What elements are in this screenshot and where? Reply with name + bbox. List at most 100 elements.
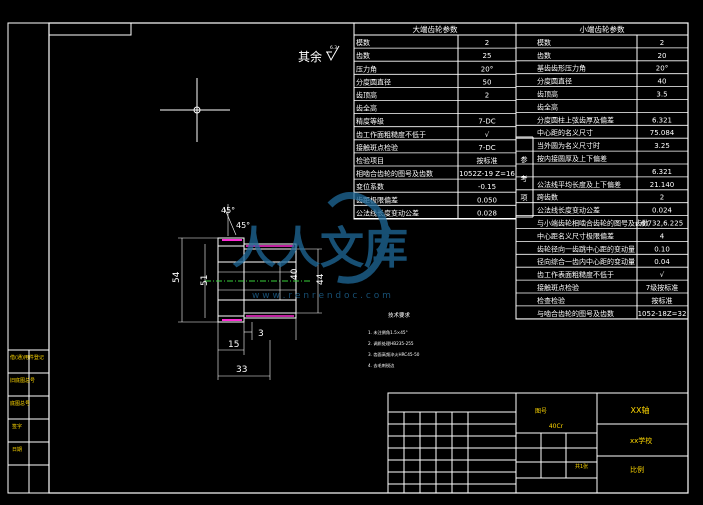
left-table-row-value: 按标准 bbox=[477, 156, 498, 165]
right-table-row-value: 4 bbox=[660, 232, 665, 240]
right-table-row-label: 齿全高 bbox=[537, 102, 558, 111]
left-strip: 借(通)用件登记 旧底图总号 底图总号 签字 日期 bbox=[8, 349, 49, 493]
left-table-title: 大端齿轮参数 bbox=[413, 24, 458, 34]
right-table-row-label: 分度圆直径 bbox=[537, 77, 572, 86]
right-table-row-value: 按标准 bbox=[652, 296, 673, 305]
left-table-row-value: 7-DC bbox=[478, 118, 495, 126]
right-table-row-value: 3.25 bbox=[654, 142, 670, 150]
tech-requirements: 技术要求 1. 未注倒角1.5×45° 2. 调质处理HB235-255 3. … bbox=[368, 311, 420, 369]
strip-label-3: 签字 bbox=[12, 423, 22, 430]
right-table-row-label: 中心距的名义尺寸 bbox=[537, 128, 593, 137]
strip-label-1: 旧底图总号 bbox=[10, 377, 35, 384]
right-table-row-label: 与小端齿轮相啮合齿轮的图号及齿数 bbox=[537, 219, 649, 228]
left-table-row-label: 变位系数 bbox=[356, 182, 384, 191]
left-table-row-label: 检验项目 bbox=[356, 156, 384, 165]
left-table-row-value: 25 bbox=[483, 52, 492, 60]
left-table-row-value: 2 bbox=[485, 39, 489, 47]
watermark-logo-icon bbox=[327, 192, 389, 284]
left-table-row-value: 0.028 bbox=[477, 209, 497, 217]
right-table-row-value: 75.084 bbox=[650, 129, 675, 137]
right-table-row-label: 接触斑点检验 bbox=[537, 283, 579, 292]
right-table-row-value: 2 bbox=[660, 194, 664, 202]
roughness-note: 其余 6.3 bbox=[298, 45, 340, 64]
left-table-row-value: 0.050 bbox=[477, 196, 497, 204]
right-table-row-value: 2 bbox=[660, 39, 664, 47]
right-table-row-label: 检查检验 bbox=[537, 296, 565, 305]
right-table-row-value: 20 bbox=[658, 52, 667, 60]
left-table-row-label: 压力角 bbox=[356, 64, 377, 73]
dim-51: 51 bbox=[200, 275, 210, 286]
right-table-row-label: 齿顶高 bbox=[537, 90, 558, 99]
strip-label-2: 底图总号 bbox=[10, 400, 30, 407]
dim-40: 40 bbox=[290, 268, 300, 280]
left-table-row-value: 20° bbox=[481, 65, 493, 73]
right-table-row-value: √ bbox=[660, 271, 665, 279]
left-table-row-label: 齿顶高 bbox=[356, 91, 377, 100]
dim-44: 44 bbox=[316, 273, 326, 285]
tech-req-line-2: 3. 齿面高频淬火HRC45-50 bbox=[368, 351, 420, 358]
drawing-code-box bbox=[48, 22, 132, 36]
right-table-row-value: 6.732,6.225 bbox=[641, 220, 683, 228]
tech-req-line-0: 1. 未注倒角1.5×45° bbox=[368, 329, 408, 336]
right-table-row-value: 7级按标准 bbox=[646, 283, 678, 292]
sheet-label: 共1张 bbox=[575, 463, 588, 470]
dim-3: 3 bbox=[258, 329, 264, 339]
left-table-row-label: 齿工作面粗糙度不低于 bbox=[356, 130, 426, 139]
dimensions: 54 51 40 44 3 15 33 45° 45° bbox=[172, 204, 326, 380]
right-table-row-label: 公法线平均长度及上下偏差 bbox=[537, 180, 621, 189]
company-name: xx学校 bbox=[630, 436, 652, 445]
dim-15: 15 bbox=[228, 340, 239, 350]
left-table-row-value: √ bbox=[485, 131, 490, 139]
left-table-row-value: 1052Z-19 Z=16 bbox=[459, 170, 515, 178]
tech-req-line-3: 4. 去毛刺锐边 bbox=[368, 362, 395, 369]
left-table-row-value: 2 bbox=[485, 92, 489, 100]
scale-label: 比例 bbox=[630, 465, 644, 474]
roughness-value: 6.3 bbox=[330, 45, 337, 51]
left-table-row-label: 分度圆直径 bbox=[356, 77, 391, 86]
drawing-no-label: 图号 bbox=[535, 408, 547, 415]
right-table-row-value: 6.321 bbox=[652, 116, 672, 124]
right-table-row-label: 分度圆柱上弦齿厚及偏差 bbox=[537, 115, 614, 124]
strip-label-0: 借(通)用件登记 bbox=[10, 354, 44, 361]
left-table-row-label: 公法线长度变动公差 bbox=[356, 208, 419, 217]
right-table-row-label: 齿工作表面粗糙度不低于 bbox=[537, 270, 614, 279]
tech-req-title: 技术要求 bbox=[388, 311, 411, 319]
right-table-row-label: 齿数 bbox=[537, 51, 551, 60]
roughness-text: 其余 bbox=[298, 49, 322, 64]
angle-bottom: 45° bbox=[236, 221, 250, 230]
right-table-row-value: 40 bbox=[658, 78, 667, 86]
left-table-row-label: 接触斑点检验 bbox=[356, 143, 398, 152]
left-table-row-value: -0.15 bbox=[478, 183, 496, 191]
right-table-row-value: 0.024 bbox=[652, 207, 673, 215]
right-table-row-label: 公法线长度变动公差 bbox=[537, 206, 600, 215]
right-table-row-label: 中心距名义尺寸极限偏差 bbox=[537, 231, 614, 240]
right-table-row-value: 1052-18Z=32 bbox=[638, 310, 687, 318]
dim-54: 54 bbox=[172, 271, 182, 283]
right-table-side-label-3: 项 bbox=[521, 194, 528, 202]
right-table-row-label: 按内接圆厚及上下偏差 bbox=[537, 154, 607, 163]
tech-req-line-1: 2. 调质处理HB235-255 bbox=[368, 340, 414, 347]
right-table-row-value: 21.140 bbox=[650, 181, 675, 189]
left-table-row-value: 50 bbox=[483, 78, 492, 86]
left-table-row-label: 齿距极限偏差 bbox=[356, 195, 398, 204]
left-table-row-label: 齿全高 bbox=[356, 104, 377, 113]
right-table-row-label: 径向综合一齿内中心距的变动量 bbox=[537, 257, 635, 266]
right-table-row-value: 0.10 bbox=[654, 245, 670, 253]
right-table-row-label: 模数 bbox=[537, 38, 551, 47]
watermark-url: w w w . r e n r e n d o c . c o m bbox=[252, 291, 391, 301]
left-table-row-value: 7-DC bbox=[478, 144, 495, 152]
angle-top: 45° bbox=[221, 206, 235, 215]
dim-33: 33 bbox=[236, 365, 247, 375]
material-value: 40Cr bbox=[549, 423, 564, 430]
watermark-logo-text: 人人文库 bbox=[232, 223, 408, 274]
right-table-row-label: 基齿齿形压力角 bbox=[537, 64, 586, 73]
right-table-side-label-2: 考 bbox=[521, 175, 528, 183]
left-table-row-label: 齿数 bbox=[356, 51, 370, 60]
right-table-row-label: 齿轮径向一齿跳中心距的变动量 bbox=[537, 244, 635, 253]
right-table-row-value: 0.04 bbox=[654, 258, 670, 266]
right-table-side-label: 参 bbox=[521, 155, 528, 164]
gear-section bbox=[205, 237, 310, 323]
